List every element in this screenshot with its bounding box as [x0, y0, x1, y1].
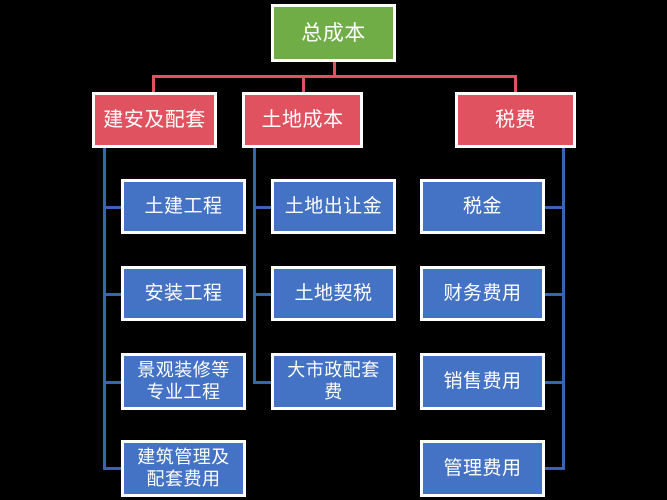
connector-drop-branch-3 — [514, 75, 517, 92]
node-management-expenses[interactable]: 管理费用 — [420, 440, 545, 497]
node-municipal-supporting-fee[interactable]: 大市政配套 费 — [271, 353, 396, 410]
connector-stub-branch-3-child-1 — [545, 206, 565, 209]
node-root-total-cost[interactable]: 总成本 — [271, 4, 396, 62]
connector-stub-branch-1-child-2 — [103, 293, 121, 296]
connector-stub-branch-1-child-3 — [103, 381, 121, 384]
connector-spine-branch-2 — [253, 148, 256, 383]
node-land-deed-tax[interactable]: 土地契税 — [271, 266, 396, 321]
connector-stub-branch-3-child-2 — [545, 293, 565, 296]
node-sales-expenses[interactable]: 销售费用 — [420, 353, 545, 410]
connector-spine-branch-3 — [562, 148, 565, 470]
node-landscape-decoration-specialty[interactable]: 景观装修等 专业工程 — [121, 353, 246, 410]
node-branch-land-cost[interactable]: 土地成本 — [242, 92, 363, 148]
connector-stub-branch-2-child-3 — [253, 381, 271, 384]
node-financial-expenses[interactable]: 财务费用 — [420, 266, 545, 321]
connector-stub-branch-3-child-3 — [545, 381, 565, 384]
connector-root-stem — [333, 62, 336, 78]
connector-spine-branch-1 — [103, 148, 106, 470]
connector-stub-branch-1-child-1 — [103, 206, 121, 209]
connector-drop-branch-2 — [302, 75, 305, 92]
node-installation-engineering[interactable]: 安装工程 — [121, 266, 246, 321]
node-tax[interactable]: 税金 — [420, 179, 545, 234]
connector-stub-branch-3-child-4 — [545, 467, 565, 470]
node-land-transfer-fee[interactable]: 土地出让金 — [271, 179, 396, 234]
node-branch-taxes-fees[interactable]: 税费 — [455, 92, 576, 148]
connector-drop-branch-1 — [152, 75, 155, 92]
node-construction-management-fee[interactable]: 建筑管理及 配套费用 — [121, 440, 246, 497]
connector-stub-branch-1-child-4 — [103, 467, 121, 470]
connector-level2-bus — [152, 75, 517, 78]
connector-stub-branch-2-child-2 — [253, 293, 271, 296]
connector-stub-branch-2-child-1 — [253, 206, 271, 209]
node-civil-engineering[interactable]: 土建工程 — [121, 179, 246, 234]
node-branch-construction[interactable]: 建安及配套 — [92, 92, 217, 148]
